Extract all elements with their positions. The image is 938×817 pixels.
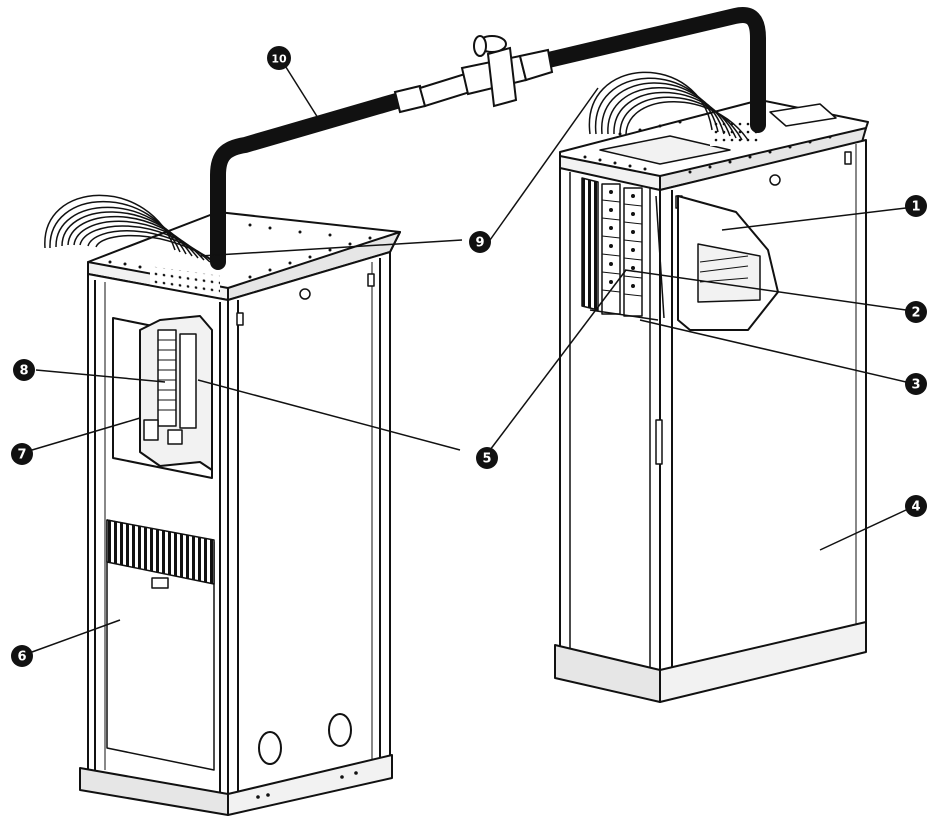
callout-label: 7 xyxy=(17,448,26,463)
callout-label: 8 xyxy=(19,364,28,379)
callout-badge-10: 10 xyxy=(267,46,291,70)
inter-cabinet-conduit xyxy=(210,7,766,270)
callout-label: 3 xyxy=(911,378,920,393)
callout-label: 6 xyxy=(17,650,26,665)
callout-badge-9-hidden: 9 xyxy=(469,231,491,253)
callout-label: 5 xyxy=(465,448,474,463)
right-cabinet xyxy=(554,99,869,703)
callout-badge-9: 9 xyxy=(469,231,491,253)
callout-badge-8: 8 xyxy=(13,359,35,381)
callout-badge-7: 7 xyxy=(11,443,33,465)
callout-label: 1 xyxy=(911,200,920,215)
callout-badge-3: 3 xyxy=(905,373,927,395)
callout-badge-2: 2 xyxy=(905,301,927,323)
callout-label: 9 xyxy=(475,236,484,251)
callout-label: 5 xyxy=(482,452,491,467)
callout-badge-5-left: 5 xyxy=(459,443,481,465)
callout-badge-4: 4 xyxy=(905,495,927,517)
callout-badge-1: 1 xyxy=(905,195,927,217)
callout-label: 2 xyxy=(911,306,920,321)
callout-badge-5-right: 5 xyxy=(476,447,498,469)
callout-label: 4 xyxy=(911,500,920,515)
leader-lines xyxy=(31,63,907,653)
callout-badge-6: 6 xyxy=(11,645,33,667)
left-cabinet xyxy=(79,211,401,816)
right-cable-bundle xyxy=(588,71,749,141)
left-cable-bundle xyxy=(44,194,223,267)
callout-label: 9 xyxy=(475,236,484,251)
callout-label: 10 xyxy=(271,53,287,66)
